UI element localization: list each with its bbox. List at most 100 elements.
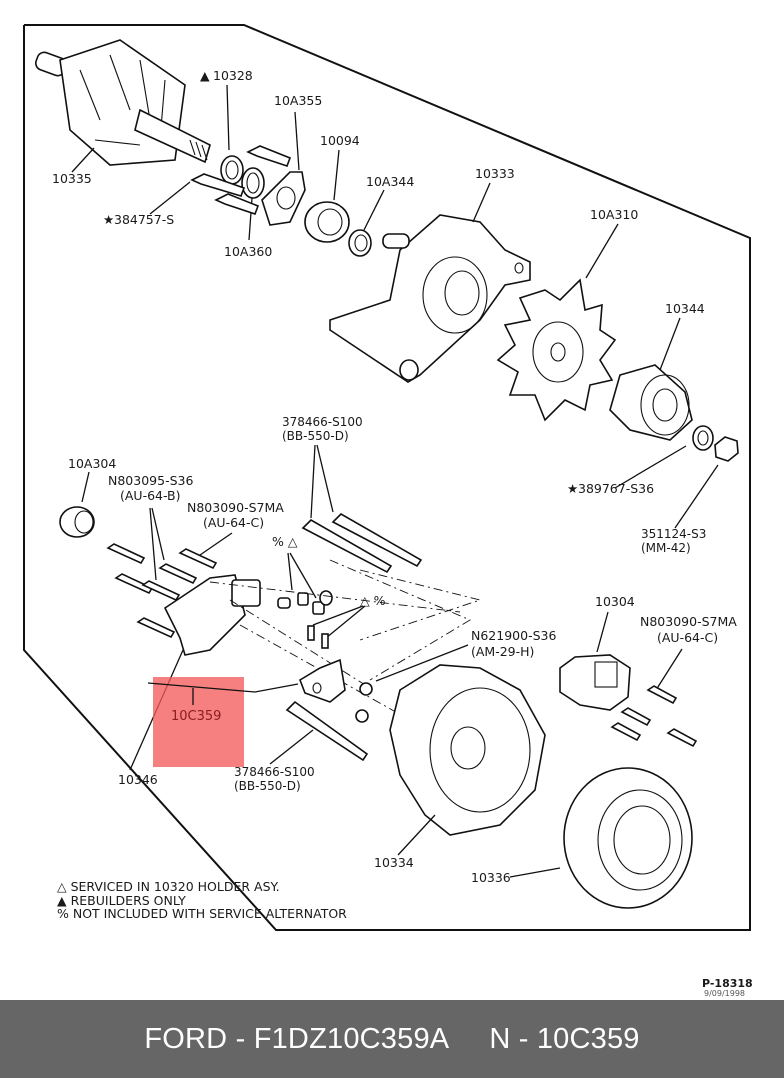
label-10336: 10336 [471,870,511,885]
label-N803090-left: N803090-S7MA [187,500,284,515]
leader-378466-bottom [269,729,314,765]
leader-10336 [509,867,561,878]
label-10346: 10346 [118,772,158,787]
label-N803090-right: N803090-S7MA [640,614,737,629]
diagram-frame [23,24,751,931]
label-10A355: 10A355 [274,93,322,108]
label-N621900-code: (AM-29-H) [471,644,534,659]
leader-10A310 [585,223,619,279]
label-384757: 384757-S [114,212,174,227]
washer-part-10328 [220,155,244,185]
leader-384757 [149,181,191,215]
label-351124-code: (MM-42) [641,541,691,555]
brush-parts [277,590,333,615]
label-378466-top-code: (BB-550-D) [282,429,349,443]
leader-10328 [226,84,230,151]
label-10335: 10335 [52,171,92,186]
alternator-exploded-diagram: 10335 ▲ 10328 10A360 ★ 384757-S 10A355 1… [23,24,753,998]
label-10C359: 10C359 [171,709,221,724]
pulley-part-10344 [609,364,693,441]
nut-part-351124 [714,436,739,462]
label-378466-bottom: 378466-S100 [234,765,315,779]
washer-part-389767 [692,425,714,451]
legend-item-not-included: % NOT INCLUDED WITH SERVICE ALTERNATOR [57,906,347,921]
stator-part-10336 [563,767,693,909]
leader-N621900 [375,644,469,682]
leader-10094 [333,149,340,201]
housing-part-10334 [389,664,546,836]
label-10094: 10094 [320,133,360,148]
legend: △ SERVICED IN 10320 HOLDER ASY. ▲ REBUIL… [57,879,347,921]
leader-spring-a [312,605,364,626]
leader-10A304 [81,471,90,503]
leader-10344 [659,317,681,371]
bolt-part-378466-bottom [285,700,369,762]
assembly-lines [209,559,482,746]
plate-part-10A355 [261,171,306,226]
reference-date: 9/09/1998 [704,989,745,998]
screw-part-384757 [190,145,292,216]
leader-N803095-a [149,507,157,581]
label-N621900: N621900-S36 [471,628,556,643]
legend-item-serviced: △ SERVICED IN 10320 HOLDER ASY. [57,879,280,894]
star-icon: ★ [103,212,114,227]
nut-part-N621900 [359,682,373,696]
label-10333: 10333 [475,166,515,181]
leader-10A355 [294,111,300,171]
label-389767: 389767-S36 [578,481,654,496]
leader-10333 [472,182,491,223]
star-icon: ★ [567,481,578,496]
rotor-part-10335 [34,39,211,166]
label-10344: 10344 [665,301,705,316]
label-378466-bottom-code: (BB-550-D) [234,779,301,793]
spring-parts [307,625,329,649]
label-pct-triangle-1: % △ [272,534,298,549]
bearing-part-10A304 [59,506,95,538]
leader-N803095-b [151,507,165,561]
leader-N803090-right [655,648,683,691]
leader-389767 [614,445,687,489]
label-triangle-pct-2: △ % [360,593,386,608]
regulator-part-10304 [559,654,631,711]
leader-10334 [397,814,436,856]
spacer-part-10A344 [348,229,372,257]
label-10328: 10328 [213,68,253,83]
screw-set-right [610,685,698,748]
highlight-box-10C359 [153,677,244,767]
leader-brush-b [289,552,317,599]
reference-number: P-18318 [702,977,753,990]
label-378466-top: 378466-S100 [282,415,363,429]
label-10304: 10304 [595,594,635,609]
label-10A344: 10A344 [366,174,414,189]
label-10334: 10334 [374,855,414,870]
label-N803090-right-code: (AU-64-C) [657,630,718,645]
label-10A310: 10A310 [590,207,638,222]
bracket-part-10C359 [299,658,346,703]
leader-spring-b [325,605,366,639]
leader-10A344 [363,189,385,231]
caption-bar: FORD - F1DZ10C359A N - 10C359 [0,1000,784,1078]
caption-part-number: N - 10C359 [489,1022,640,1055]
leader-378466-top-a [310,444,316,519]
leader-N803090-left [199,532,233,556]
label-10A304: 10A304 [68,456,116,471]
caption-brand-part: FORD - F1DZ10C359A [144,1022,450,1055]
seal-part-10A360 [241,167,265,199]
label-N803090-left-code: (AU-64-C) [203,515,264,530]
nut-part-N621900-2 [355,709,369,723]
screw-set-left [106,543,218,639]
leader-10304 [596,611,609,653]
leader-351124 [674,464,719,529]
leader-brush-a [287,552,293,591]
leader-378466-top-b [316,444,334,513]
plate-part-10346 [163,574,261,656]
legend-item-rebuilders: ▲ REBUILDERS ONLY [57,893,186,908]
fan-part-10A310 [496,278,617,422]
label-10A360: 10A360 [224,244,272,259]
label-N803095: N803095-S36 [108,473,193,488]
housing-part-10333 [329,214,531,383]
triangle-filled-icon: ▲ [200,68,210,83]
label-N803095-code: (AU-64-B) [120,488,181,503]
label-351124: 351124-S3 [641,527,706,541]
leader-10335 [71,147,95,173]
